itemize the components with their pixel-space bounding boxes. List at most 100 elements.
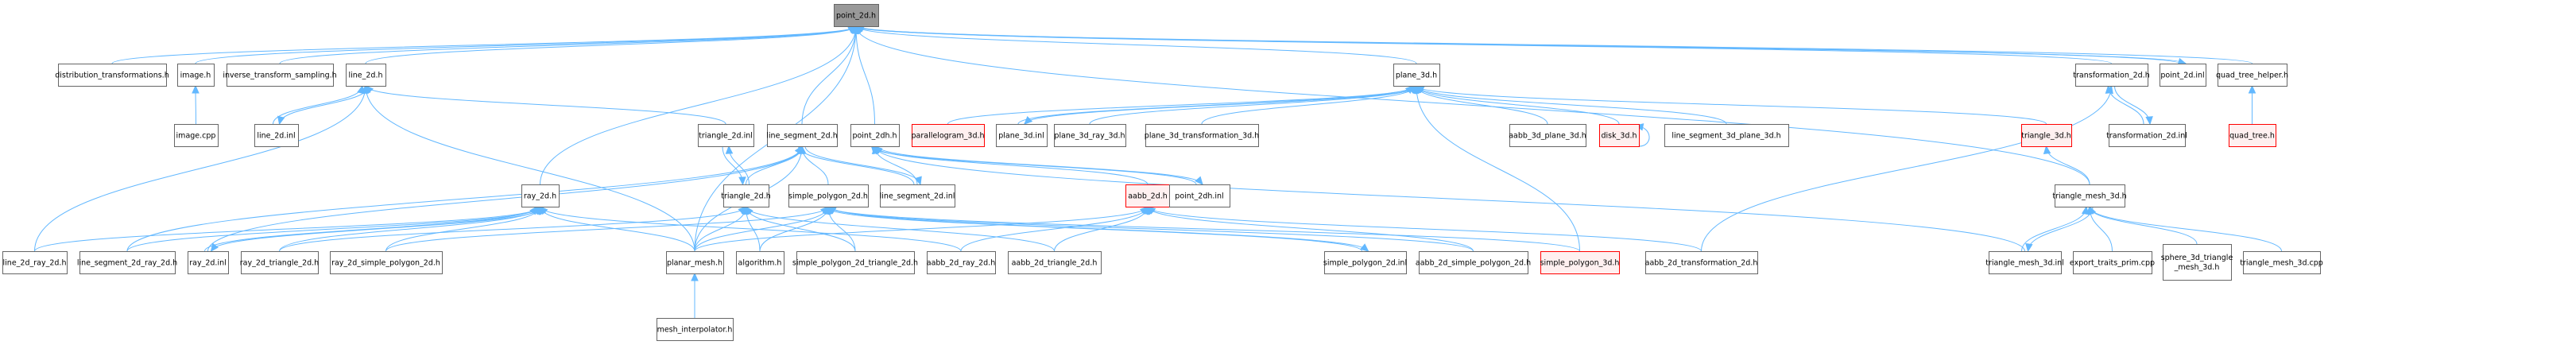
node-simple-polygon-2d-triangle-2d-h[interactable]: simple_polygon_2d_triangle_2d.h: [792, 251, 918, 274]
node-label: ray_2d.inl: [189, 259, 227, 268]
node-line-segment-3d-plane-3d-h[interactable]: line_segment_3d_plane_3d.h: [1664, 124, 1789, 147]
node-label: plane_3d_ray_3d.h: [1054, 132, 1125, 141]
node-triangle-mesh-3d-cpp[interactable]: triangle_mesh_3d.cpp: [2240, 251, 2323, 274]
arrowhead-icon: [725, 145, 734, 154]
edge-distribution-transformations-h-to-point-2d-h: [111, 25, 858, 64]
arrowhead-icon: [2081, 205, 2090, 215]
node-box: [1324, 251, 1407, 274]
node-box: [834, 4, 879, 27]
node-aabb-2d-h[interactable]: aabb_2d.h: [1125, 184, 1171, 207]
node-disk-3d-h[interactable]: disk_3d.h: [1599, 124, 1640, 147]
node-algorithm-h[interactable]: algorithm.h: [736, 251, 784, 274]
edge-line: [365, 25, 857, 64]
node-ray-2d-h[interactable]: ray_2d.h: [521, 184, 560, 207]
node-simple-polygon-2d-h[interactable]: simple_polygon_2d.h: [788, 184, 869, 207]
node-distribution-transformations-h[interactable]: distribution_transformations.h: [55, 64, 169, 87]
node-triangle-2d-inl[interactable]: triangle_2d.inl: [698, 124, 754, 147]
node-sphere-3d-triangle-mesh-3d-h[interactable]: sphere_3d_triangle_mesh_3d.h: [2161, 244, 2233, 281]
node-triangle-2d-h[interactable]: triangle_2d.h: [721, 184, 771, 207]
node-quad-tree-h[interactable]: quad_tree.h: [2229, 124, 2276, 147]
node-line-segment-2d-h[interactable]: line_segment_2d.h: [766, 124, 838, 147]
node-transformation-2d-inl[interactable]: transformation_2d.inl: [2106, 124, 2187, 147]
node-label: transformation_2d.h: [2073, 72, 2149, 80]
edge-planar-mesh-h-to-line-2d-h: [363, 84, 695, 252]
node-aabb-2d-simple-polygon-2d-h[interactable]: aabb_2d_simple_polygon_2d.h: [1416, 251, 1531, 274]
node-quad-tree-helper-h[interactable]: quad_tree_helper.h: [2216, 64, 2288, 87]
edge-aabb-2d-transformation-2d-h-to-transformation-2d-h: [1701, 84, 2113, 252]
node-simple-polygon-3d-h[interactable]: simple_polygon_3d.h: [1540, 251, 1620, 274]
node-point-2d-inl[interactable]: point_2d.inl: [2160, 64, 2206, 87]
edge-plane-3d-ray-3d-h-to-plane-3d-h: [1089, 85, 1417, 125]
edge-line: [279, 25, 857, 64]
arrowhead-icon: [2105, 84, 2113, 95]
node-line-segment-2d-ray-2d-h[interactable]: line_segment_2d_ray_2d.h: [77, 251, 177, 274]
edge-line: [279, 206, 746, 252]
node-line-2d-h[interactable]: line_2d.h: [346, 64, 386, 87]
edge-aabb-2d-triangle-2d-h-to-triangle-2d-h: [745, 205, 1055, 252]
edge-plane-3d-h-to-point-2d-h: [854, 25, 1417, 64]
node-image-cpp[interactable]: image.cpp: [174, 124, 219, 147]
node-label: triangle_2d.inl: [699, 132, 753, 141]
node-line-2d-ray-2d-h[interactable]: line_2d_ray_2d.h: [2, 251, 68, 274]
edge-line: [1701, 85, 2112, 252]
edge-inverse-transform-sampling-h-to-point-2d-h: [279, 25, 858, 64]
edge-triangle-mesh-3d-inl-to-triangle-mesh-3d-h: [2021, 205, 2090, 252]
arrowhead-icon: [363, 84, 371, 95]
edge-line: [195, 25, 857, 64]
node-image-h[interactable]: image.h: [177, 64, 215, 87]
edge-line: [207, 145, 803, 252]
edge-line: [801, 25, 857, 125]
edge-line: [126, 206, 540, 252]
node-point-2d-h[interactable]: point_2d.h: [834, 4, 879, 27]
edge-line: [1416, 85, 1548, 125]
edge-line: [874, 145, 2025, 252]
node-triangle-mesh-3d-inl[interactable]: triangle_mesh_3d.inl: [1985, 251, 2064, 274]
edge-parallelogram-3d-h-to-plane-3d-h: [947, 85, 1417, 125]
node-triangle-mesh-3d-h[interactable]: triangle_mesh_3d.h: [2052, 184, 2127, 207]
node-plane-3d-h[interactable]: plane_3d.h: [1393, 64, 1440, 87]
node-simple-polygon-2d-inl[interactable]: simple_polygon_2d.inl: [1323, 251, 1407, 274]
node-box: [1393, 64, 1440, 87]
node-box: [1125, 184, 1171, 207]
node-aabb-2d-triangle-2d-h[interactable]: aabb_2d_triangle_2d.h: [1008, 251, 1102, 274]
node-line-segment-2d-inl[interactable]: line_segment_2d.inl: [880, 184, 955, 207]
node-point-2dh-h[interactable]: point_2dh.h: [850, 124, 900, 147]
node-plane-3d-transformation-3d-h[interactable]: plane_3d_transformation_3d.h: [1145, 124, 1259, 147]
node-planar-mesh-h[interactable]: planar_mesh.h: [666, 251, 724, 274]
node-export-traits-prim-cpp[interactable]: export_traits_prim.cpp: [2070, 251, 2155, 274]
edge-ray-2d-triangle-2d-h-to-ray-2d-h: [279, 205, 541, 252]
node-label: triangle_mesh_3d.cpp: [2240, 259, 2323, 268]
node-box: [2073, 251, 2152, 274]
node-ray-2d-simple-polygon-2d-h[interactable]: ray_2d_simple_polygon_2d.h: [330, 251, 443, 274]
edge-triangle-2d-inl-to-line-2d-h: [365, 85, 726, 125]
node-plane-3d-inl[interactable]: plane_3d.inl: [996, 124, 1048, 147]
node-ray-2d-triangle-2d-h[interactable]: ray_2d_triangle_2d.h: [240, 251, 319, 274]
node-line-2d-inl[interactable]: line_2d.inl: [254, 124, 299, 147]
arrowhead-icon: [874, 145, 883, 154]
edge-line: [855, 25, 2253, 64]
node-aabb-2d-transformation-2d-h[interactable]: aabb_2d_transformation_2d.h: [1645, 251, 1758, 274]
node-box: [788, 184, 869, 207]
edge-line: [1416, 85, 1580, 252]
node-ray-2d-inl[interactable]: ray_2d.inl: [188, 251, 229, 274]
node-aabb-2d-ray-2d-h[interactable]: aabb_2d_ray_2d.h: [927, 251, 996, 274]
node-label: simple_polygon_2d.inl: [1323, 259, 1407, 268]
node-triangle-3d-h[interactable]: triangle_3d.h: [2021, 124, 2072, 147]
node-parallelogram-3d-h[interactable]: parallelogram_3d.h: [911, 124, 985, 147]
node-inverse-transform-sampling-h[interactable]: inverse_transform_sampling.h: [223, 64, 337, 87]
node-label: plane_3d.inl: [998, 132, 1044, 141]
node-plane-3d-ray-3d-h[interactable]: plane_3d_ray_3d.h: [1054, 124, 1126, 147]
node-point-2dh-inl[interactable]: point_2dh.inl: [1169, 184, 1230, 207]
node-box: [2229, 124, 2276, 147]
edge-line-segment-2d-h-to-point-2d-h: [801, 25, 860, 125]
node-box: [330, 251, 443, 274]
node-label: line_2d.h: [348, 72, 382, 80]
node-box: [796, 251, 915, 274]
node-label: _mesh_3d.h: [2174, 263, 2220, 272]
edge-line: [801, 145, 829, 185]
node-label: point_2d.inl: [2160, 72, 2204, 80]
node-mesh-interpolator-h[interactable]: mesh_interpolator.h: [657, 318, 734, 341]
node-transformation-2d-h[interactable]: transformation_2d.h: [2073, 64, 2150, 87]
node-aabb-3d-plane-3d-h[interactable]: aabb_3d_plane_3d.h: [1509, 124, 1586, 147]
node-box: [657, 318, 734, 341]
